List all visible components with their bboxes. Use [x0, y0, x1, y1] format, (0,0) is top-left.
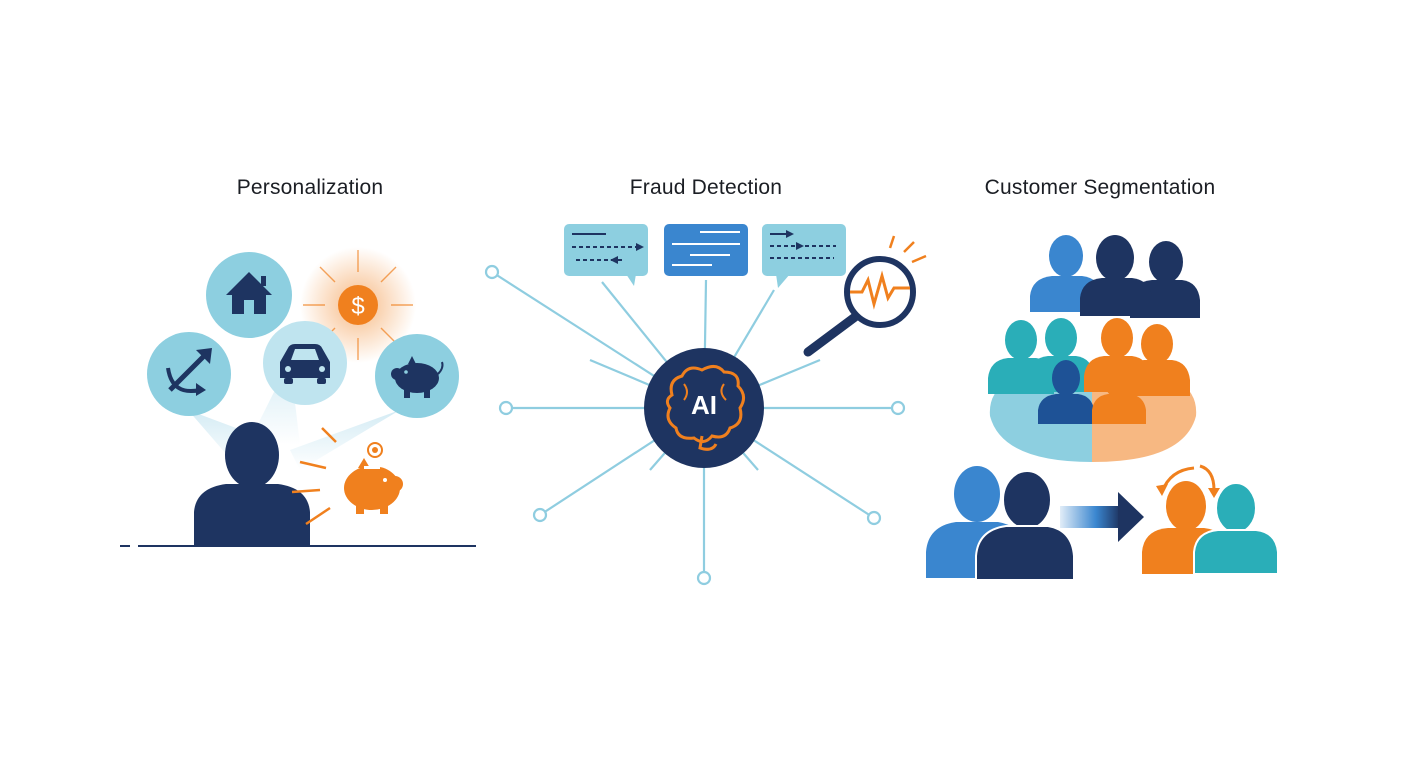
people-group-icon — [1142, 481, 1279, 575]
svg-text:$: $ — [351, 293, 364, 320]
house-icon — [206, 252, 292, 338]
cycle-arrows-icon — [1156, 464, 1220, 498]
transaction-bubble-icon — [564, 224, 648, 286]
customer-segmentation-title: Customer Segmentation — [984, 176, 1216, 199]
car-icon — [263, 321, 347, 405]
people-group-icon — [1030, 235, 1200, 318]
magnifier-anomaly-icon — [803, 235, 927, 357]
transaction-bubble-icon — [762, 224, 846, 288]
person-icon — [194, 422, 310, 546]
arrow-right-icon — [1060, 492, 1144, 542]
segment-pie-icon — [988, 318, 1197, 462]
people-group-icon — [926, 466, 1075, 581]
coin-piggy-bank-icon — [291, 427, 403, 526]
personalization-title: Personalization — [236, 176, 384, 199]
beam — [290, 410, 400, 470]
network-nodes — [484, 264, 906, 586]
growth-arrow-icon — [147, 332, 231, 416]
transaction-bubble-icon — [664, 224, 748, 276]
brain-icon — [644, 348, 764, 468]
ai-hub-label: AI — [691, 390, 717, 420]
piggy-bank-icon — [375, 334, 459, 418]
fraud-detection-title: Fraud Detection — [629, 176, 783, 199]
